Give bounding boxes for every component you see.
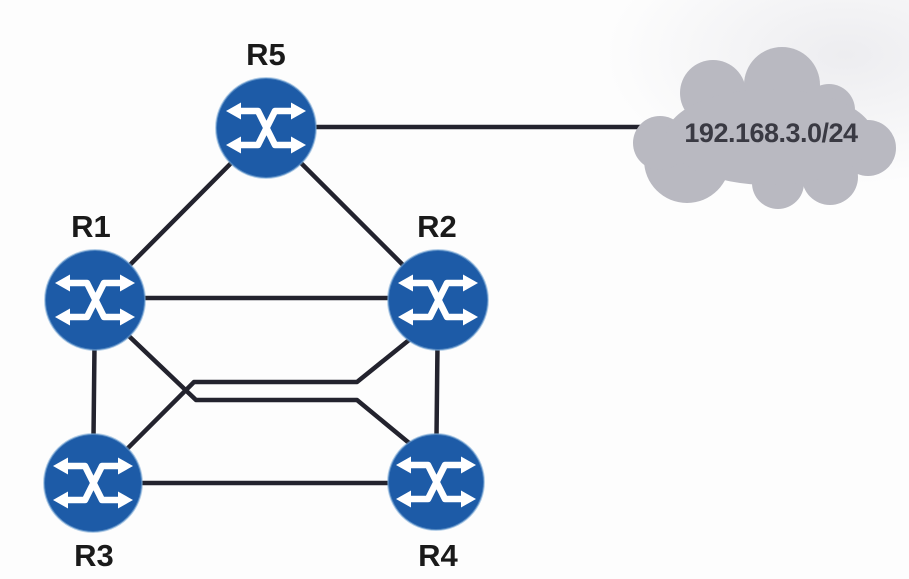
node-r1 — [44, 249, 146, 351]
node-r4 — [387, 433, 485, 531]
label-r4: R4 — [418, 538, 458, 573]
cloud-network-label: 192.168.3.0/24 — [684, 118, 858, 148]
node-r5 — [215, 77, 317, 179]
node-r2 — [387, 249, 489, 351]
network-cloud-icon — [633, 47, 896, 209]
label-r1: R1 — [71, 209, 111, 244]
label-r5: R5 — [246, 37, 286, 72]
label-r2: R2 — [417, 209, 457, 244]
node-labels: R5 R1 R2 R3 R4 — [71, 37, 458, 573]
link-r1-r4 — [109, 317, 423, 455]
link-r2-r3 — [109, 333, 417, 467]
node-r3 — [43, 433, 143, 533]
label-r3: R3 — [74, 538, 114, 573]
router-nodes — [43, 77, 489, 533]
network-cloud: 192.168.3.0/24 — [633, 47, 896, 209]
